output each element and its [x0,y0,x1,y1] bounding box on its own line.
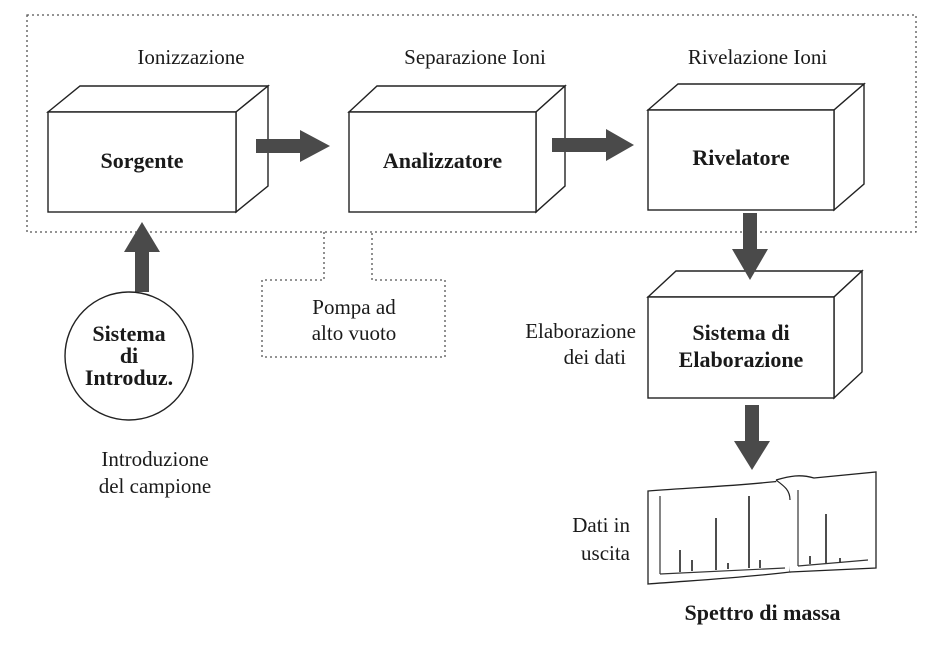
processing-box [646,269,864,400]
introduction-system-label-3: Introduz. [84,365,174,390]
arrow-detector-to-processing [732,213,768,280]
stage-label-ionization: Ionizzazione [137,45,245,69]
source-box [46,84,270,214]
arrow-processing-to-output [734,405,770,470]
vacuum-enclosure [26,14,917,233]
pump-label-2: alto vuoto [311,321,397,345]
source-box-label: Sorgente [100,148,184,173]
arrow-intro-to-source [124,222,160,292]
introduction-system-circle [64,291,194,421]
introduction-system-label-2: di [119,343,139,368]
sample-intro-label-1: Introduzione [101,447,209,471]
analyzer-box-label: Analizzatore [382,148,503,173]
spectrum-label: Spettro di massa [684,600,841,625]
processing-box-label-2: Elaborazione [678,347,804,372]
mass-spectrum-chart [647,471,877,585]
analyzer-box [347,84,567,214]
stage-label-detection: Rivelazione Ioni [687,45,828,69]
processing-box-label-1: Sistema di [692,320,790,345]
data-processing-label-2: dei dati [563,345,626,369]
output-label-1: Dati in [572,513,630,537]
arrow-analyzer-to-detector [552,129,634,161]
stage-label-separation: Separazione Ioni [404,45,546,69]
detector-box [646,82,866,212]
sample-intro-label-2: del campione [98,474,212,498]
detector-box-label: Rivelatore [692,145,790,170]
pump-label-1: Pompa ad [312,295,396,319]
data-processing-label-1: Elaborazione [525,319,636,343]
arrow-source-to-analyzer [256,130,330,162]
output-label-2: uscita [581,541,630,565]
introduction-system-label-1: Sistema [92,321,166,346]
